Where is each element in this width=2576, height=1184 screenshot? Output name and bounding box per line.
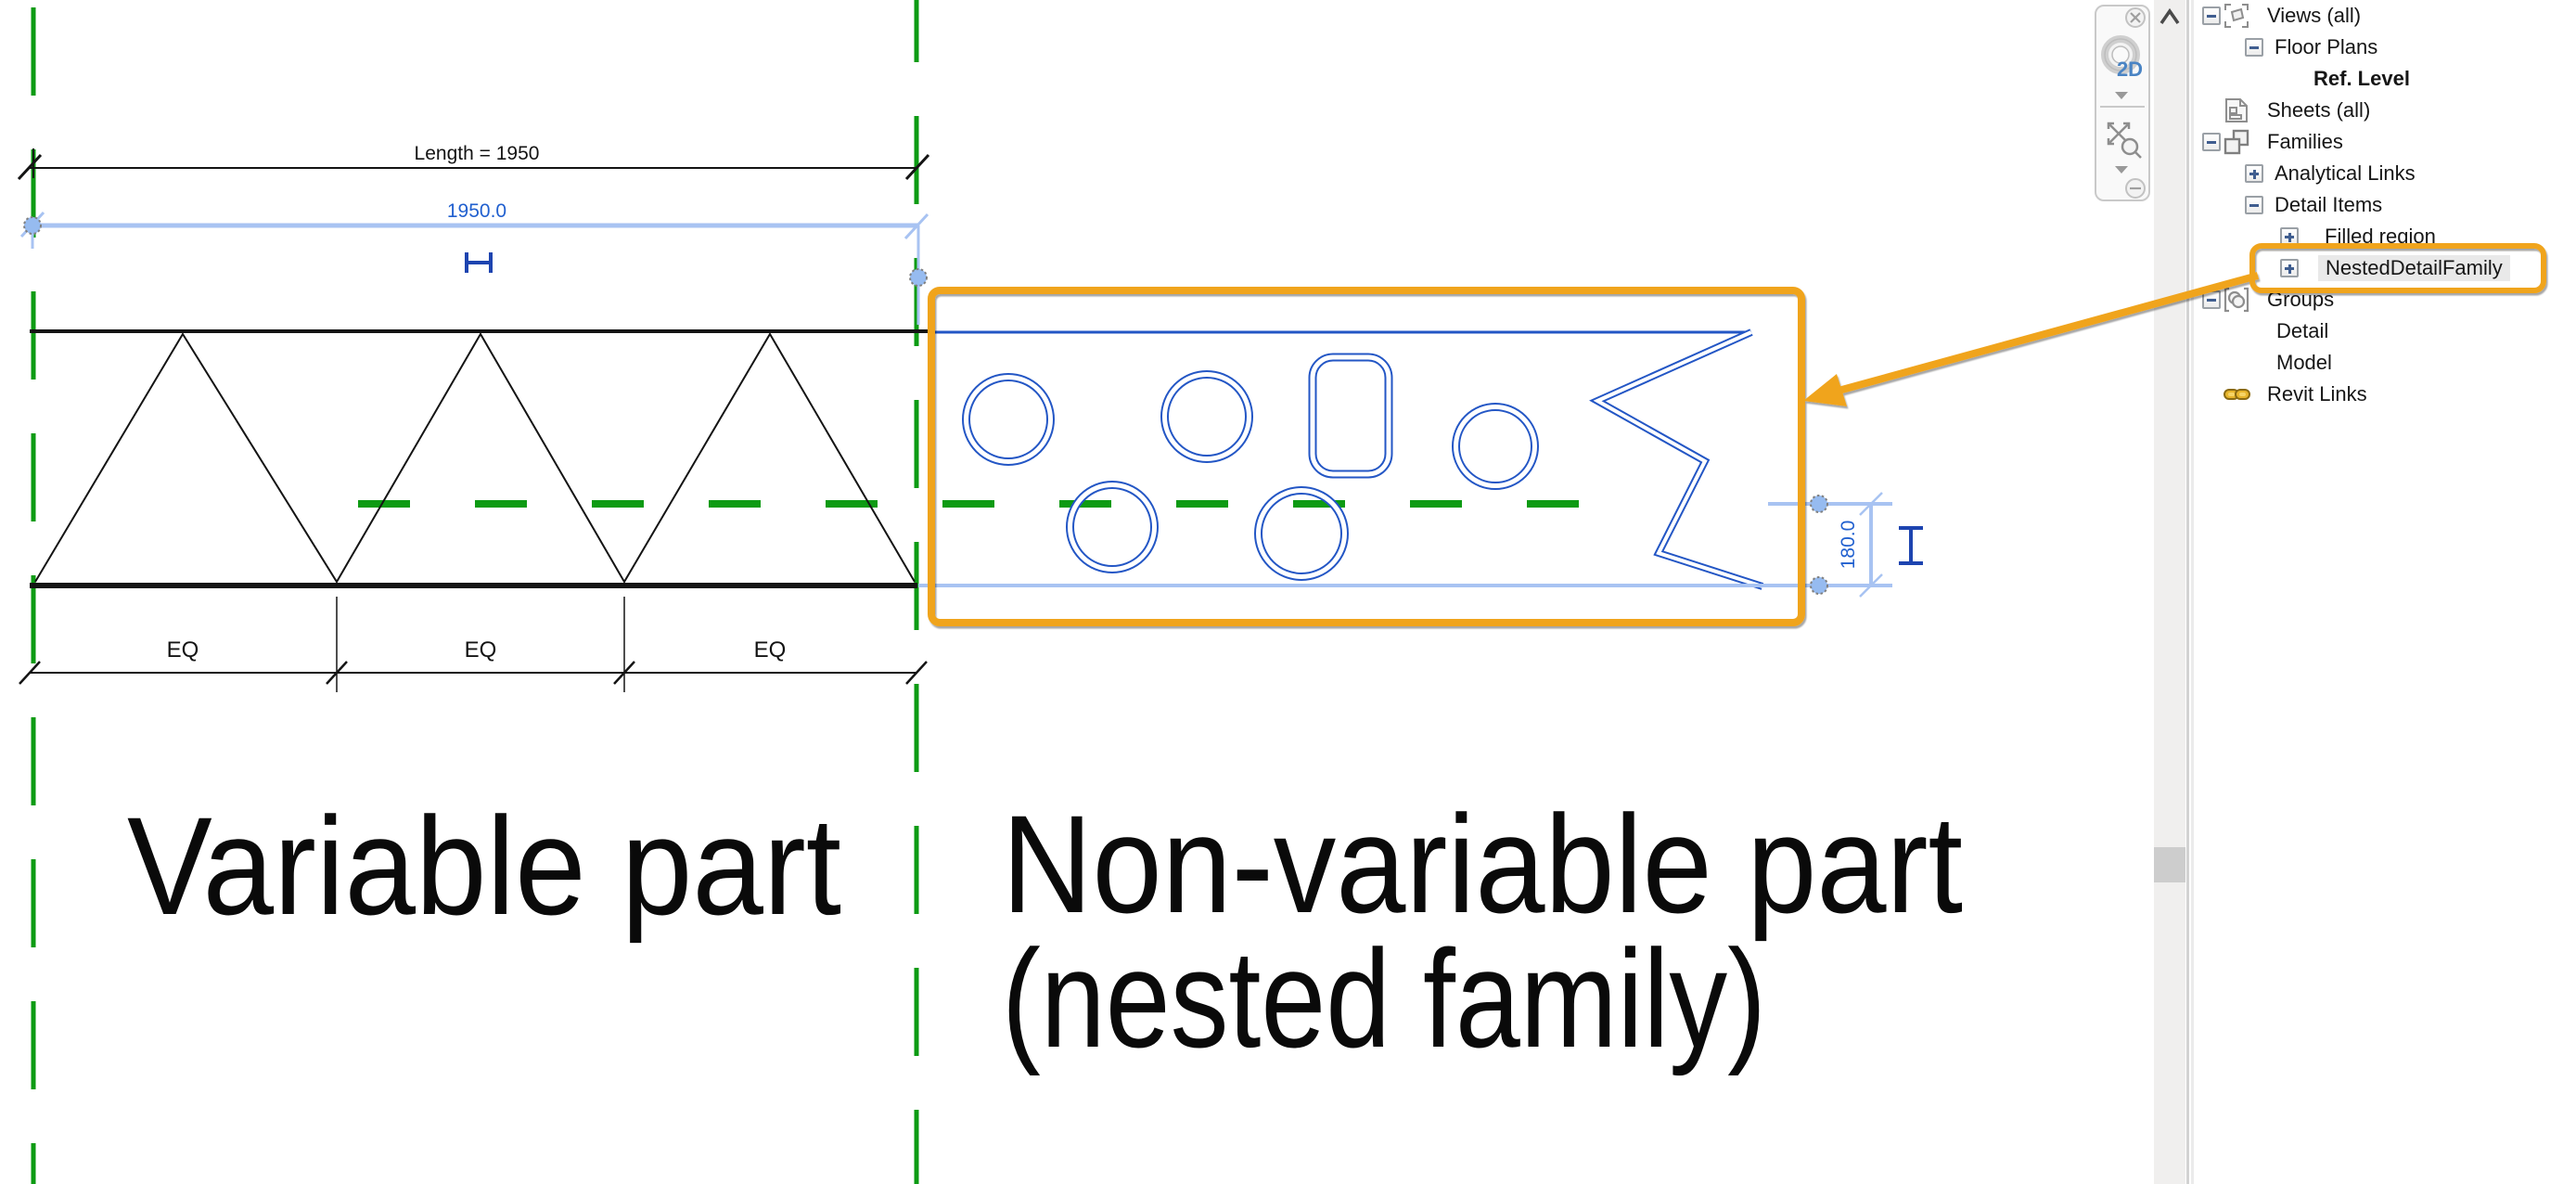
dimension-grip[interactable] [909,268,928,287]
tree-item-families[interactable]: Families [2195,126,2576,158]
tree-item-label[interactable]: Analytical Links [2275,161,2416,185]
zoom-region-icon[interactable] [2107,122,2142,159]
eq-label[interactable]: EQ [465,637,497,663]
steering-wheel-2d-icon[interactable]: 2D [2101,35,2143,81]
tree-item-detail-items[interactable]: Detail Items [2195,189,2576,221]
expand-expander[interactable] [2245,164,2263,183]
scrollbar-thumb[interactable] [2154,847,2185,882]
caption-nonvariable-part-line2: (nested family) [1002,920,1766,1076]
dimension-style-icon[interactable] [465,252,493,273]
project-browser: Views (all) Floor Plans Ref. Level Sheet… [2195,0,2576,1184]
groups-icon [2223,286,2250,314]
tree-item-label[interactable]: Detail Items [2275,193,2383,216]
collapse-expander[interactable] [2202,290,2221,309]
selected-length-dimension[interactable] [19,211,929,325]
expand-expander[interactable] [2280,227,2299,246]
collapse-expander[interactable] [2245,38,2263,57]
dimension-grip[interactable] [23,216,42,235]
tree-item-revit-links[interactable]: Revit Links [2195,379,2576,410]
wheel-2d-label: 2D [2117,58,2143,81]
tree-item-groups[interactable]: Groups [2195,284,2576,315]
height-dimension[interactable] [918,492,1892,598]
collapse-expander[interactable] [2245,196,2263,214]
close-navbar-icon[interactable] [2125,7,2146,28]
eq-label[interactable]: EQ [754,637,787,663]
family-highlight-box [928,287,1805,626]
tree-item-label[interactable]: Views (all) [2267,4,2362,27]
dimension-grip[interactable] [1810,495,1828,513]
length-dimension[interactable] [17,148,930,181]
tree-item-label[interactable]: Detail [2276,319,2329,342]
callout-arrow [1803,272,2260,406]
tree-item-ref-level[interactable]: Ref. Level [2195,63,2576,95]
collapse-expander[interactable] [2202,6,2221,25]
caption-nonvariable-part-line1: Non-variable part [1002,786,1963,942]
tree-item-label[interactable]: Groups [2267,288,2335,311]
families-icon [2223,128,2250,156]
caption-variable-part: Variable part [127,788,841,944]
tree-item-model[interactable]: Model [2195,347,2576,379]
eq-label[interactable]: EQ [167,637,199,663]
dimension-style-icon-vertical[interactable] [1899,526,1923,565]
length-dimension-value[interactable]: 1950.0 [447,200,506,222]
height-dimension-value[interactable]: 180.0 [1838,521,1859,570]
nested-family-outline[interactable] [933,328,1764,590]
tree-item-nested-detail-family[interactable]: NestedDetailFamily [2195,252,2576,284]
drawing-scrollbar[interactable] [2154,0,2185,1184]
collapse-expander[interactable] [2202,133,2221,151]
tree-item-sheets[interactable]: Sheets (all) [2195,95,2576,126]
sheets-icon [2223,97,2250,124]
dimension-grip[interactable] [1810,576,1828,595]
wheel-menu-caret-icon[interactable] [2115,92,2128,99]
tree-item-label[interactable]: Ref. Level [2313,67,2410,90]
truss-geometry[interactable] [30,329,933,588]
length-dimension-label[interactable]: Length = 1950 [415,143,540,164]
tree-item-label[interactable]: Model [2276,351,2332,374]
tree-item-label[interactable]: Sheets (all) [2267,98,2371,122]
tree-item-analytical-links[interactable]: Analytical Links [2195,158,2576,189]
nested-family-holes[interactable] [962,353,1539,581]
tree-item-label[interactable]: Revit Links [2267,382,2367,405]
zoom-menu-caret-icon[interactable] [2115,166,2128,174]
views-icon [2223,2,2250,30]
tree-item-label[interactable]: Filled region [2325,225,2436,248]
tree-item-filled-region[interactable]: Filled region [2195,221,2576,252]
panel-splitter-highlight [2191,0,2194,1184]
navigation-bar[interactable]: 2D [2095,5,2150,201]
revit-links-icon [2223,380,2250,408]
collapse-navbar-icon[interactable] [2125,178,2146,199]
tree-item-label-selected[interactable]: NestedDetailFamily [2318,255,2510,281]
eq-dimension[interactable] [19,597,928,692]
tree-item-views[interactable]: Views (all) [2195,0,2576,32]
tree-item-label[interactable]: Floor Plans [2275,35,2378,58]
panel-splitter[interactable] [2186,0,2189,1184]
tree-item-floor-plans[interactable]: Floor Plans [2195,32,2576,63]
scroll-up-icon[interactable] [2154,0,2185,32]
expand-expander[interactable] [2280,259,2299,277]
tree-item-detail[interactable]: Detail [2195,315,2576,347]
tree-item-label[interactable]: Families [2267,130,2343,153]
